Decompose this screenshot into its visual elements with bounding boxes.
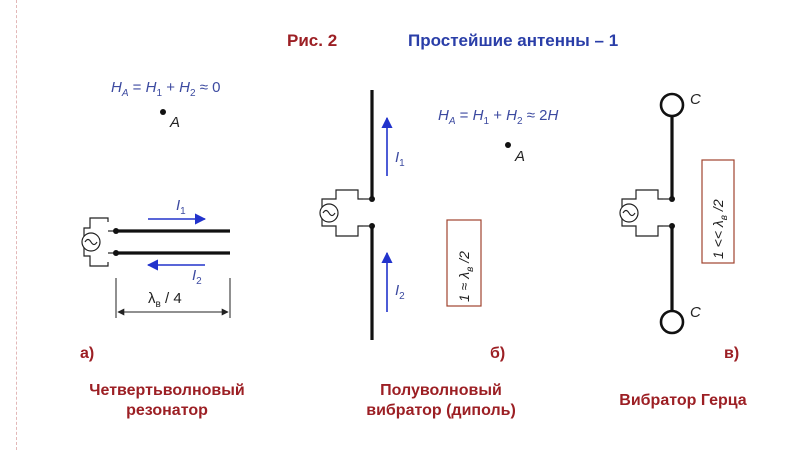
sine-icon-b bbox=[322, 209, 336, 217]
formula-a: HA = H1 + H2 ≈ 0 bbox=[111, 79, 220, 99]
formula-b: HA = H1 + H2 ≈ 2H bbox=[438, 107, 558, 127]
panel-a: HA = H1 + H2 ≈ 0 A I1 I2 λ bbox=[80, 79, 245, 419]
dimension-label-a: λв / 4 bbox=[148, 290, 182, 310]
current-label-b-i2: I2 bbox=[395, 282, 405, 302]
current-label-b-i1: I1 bbox=[395, 149, 405, 169]
panel-b-caption-line1: Полуволновый bbox=[380, 382, 502, 399]
capacitor-label-top: С bbox=[690, 91, 701, 108]
point-a-label: A bbox=[169, 114, 180, 131]
sine-icon-c bbox=[622, 209, 636, 217]
current-label-a-i1: I1 bbox=[176, 197, 186, 217]
panel-b-letter: б) bbox=[490, 345, 505, 362]
length-label-c: 1 << λв /2 bbox=[710, 199, 730, 259]
page-title: Простейшие антенны – 1 bbox=[408, 31, 618, 50]
panel-a-letter: а) bbox=[80, 345, 94, 362]
left-margin-rule bbox=[16, 0, 17, 450]
panel-a-caption-line2: резонатор bbox=[126, 402, 208, 419]
panel-a-caption-line1: Четвертьволновый bbox=[89, 382, 244, 399]
sine-icon-a bbox=[84, 238, 98, 246]
current-label-a-i2: I2 bbox=[192, 267, 202, 287]
panel-b: I1 I2 HA = H1 + H2 ≈ 2H A 1 ≈ λв /2 б) П… bbox=[319, 90, 558, 419]
capacitor-label-bottom: С bbox=[690, 304, 701, 321]
panel-c: С С 1 << λв /2 в) Вибратор Герца bbox=[619, 91, 747, 409]
capacitor-ball-bottom bbox=[659, 309, 685, 335]
point-b-label: A bbox=[514, 148, 525, 165]
panel-b-caption-line2: вибратор (диполь) bbox=[366, 402, 516, 419]
figure-label: Рис. 2 bbox=[287, 31, 337, 50]
panel-c-caption-line1: Вибратор Герца bbox=[619, 392, 747, 409]
point-a-dot bbox=[160, 109, 166, 115]
length-box-b bbox=[446, 219, 482, 307]
panel-c-letter: в) bbox=[724, 345, 739, 362]
length-label-b: 1 ≈ λв /2 bbox=[456, 251, 476, 302]
length-box-c bbox=[701, 159, 735, 264]
capacitor-ball-top bbox=[659, 92, 685, 118]
point-b-dot bbox=[505, 142, 511, 148]
